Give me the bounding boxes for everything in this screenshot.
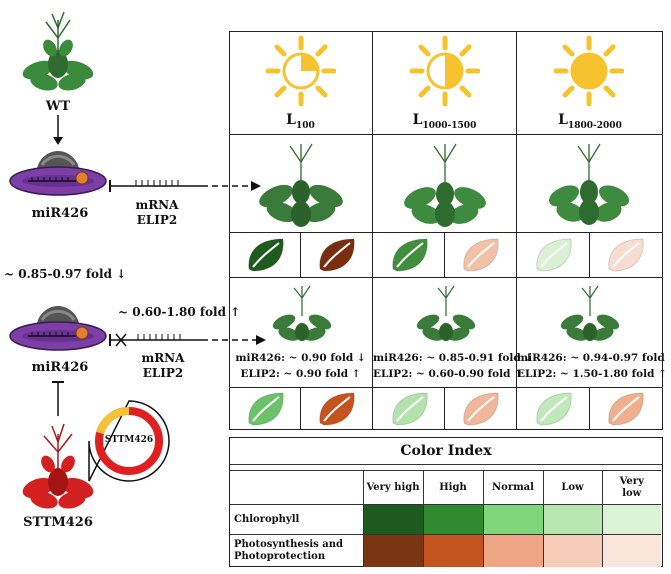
mrna-top-line2: ELIP2 <box>136 213 178 227</box>
light-label-1: L100 <box>286 112 315 131</box>
swatch-chl-0 <box>362 504 424 535</box>
sttm-label: STTM426 <box>23 515 93 530</box>
mir426-ufo-bottom-icon <box>9 306 107 351</box>
down-arrow-icon <box>53 115 63 145</box>
swatch-photo-1 <box>422 534 484 567</box>
measure-mir-3: miR426: ~ 0.94-0.97 fold ↓ <box>517 352 671 364</box>
swatch-chl-1 <box>422 504 484 535</box>
leaf-icon <box>392 392 428 426</box>
blocked-inhibition-arrow <box>109 333 266 347</box>
measure-elip-1: ELIP2: ~ 0.90 fold ↑ <box>240 368 361 380</box>
mrna-top-line1: mRNA <box>135 198 179 212</box>
color-index-panel: Color Index Very high High Normal Low Ve… <box>229 437 663 567</box>
wt-leaf-3 <box>458 235 504 279</box>
light-label-3: L1800-2000 <box>558 112 622 131</box>
color-index-title: Color Index <box>230 438 662 465</box>
sttm-leaf-1 <box>314 389 360 433</box>
main-grid-frame <box>229 31 663 430</box>
mir426-top-label: miR426 <box>31 206 89 221</box>
sttm-leaf-5 <box>603 389 649 433</box>
sttm-plant-l100-icon <box>272 285 332 341</box>
leaf-divider-1 <box>300 232 301 277</box>
leaf-icon <box>536 392 572 426</box>
light-label-2: L1000-1500 <box>412 112 477 131</box>
col-normal: Normal <box>482 470 544 505</box>
inhibition-arrow-top <box>109 180 261 192</box>
leaf-icon <box>319 238 355 272</box>
col-very-high: Very high <box>362 470 424 505</box>
leaf-divider-3 <box>589 232 590 277</box>
sttm-leaf-3 <box>458 389 504 433</box>
sun-full-icon <box>554 36 624 106</box>
wt-leaf-2 <box>387 235 433 279</box>
sttm-callout-icon <box>88 400 170 482</box>
wt-leaf-1 <box>314 235 360 279</box>
col-high: High <box>422 470 484 505</box>
col-low: Low <box>542 470 603 505</box>
swatch-photo-0 <box>362 534 424 567</box>
sttm-circle-label: STTM426 <box>104 435 154 445</box>
leaf-divider-4 <box>300 387 301 430</box>
measure-elip-3: ELIP2: ~ 1.50-1.80 fold ↑ <box>517 368 667 380</box>
swatch-photo-4 <box>601 534 661 567</box>
leaf-divider-5 <box>444 387 445 430</box>
sttm-leaf-4 <box>531 389 577 433</box>
grid-hline-3 <box>229 277 663 278</box>
leaf-icon <box>248 392 284 426</box>
leaf-icon <box>463 392 499 426</box>
grid-hline-2 <box>229 232 663 233</box>
mrna-bottom-line1: mRNA <box>141 351 185 365</box>
col-very-low: Very low <box>601 470 661 505</box>
swatch-chl-4 <box>601 504 661 535</box>
leaf-divider-6 <box>589 387 590 430</box>
leaf-icon <box>608 238 644 272</box>
swatch-photo-2 <box>482 534 544 567</box>
wt-plant-icon <box>22 11 94 91</box>
fold-mrna-text: ~ 0.60-1.80 fold ↑ <box>118 305 241 319</box>
wt-leaf-0 <box>243 235 289 279</box>
wt-plant-l100-icon <box>259 143 343 227</box>
sttm-plant-l1000-icon <box>416 285 476 341</box>
wt-label: WT <box>45 99 71 114</box>
measure-mir-1: miR426: ~ 0.90 fold ↓ <box>235 352 366 364</box>
mir426-bottom-label: miR426 <box>31 360 89 375</box>
leaf-icon <box>463 238 499 272</box>
fold-mir-text: ~ 0.85-0.97 fold ↓ <box>4 267 127 281</box>
grid-hline-1 <box>229 134 663 135</box>
row-photo-label: Photosynthesis and Photoprotection <box>230 534 364 567</box>
grid-divider-1 <box>372 31 373 430</box>
measure-elip-2: ELIP2: ~ 0.60-0.90 fold ↑ <box>373 368 523 380</box>
corner-cell <box>230 470 364 505</box>
color-index-table: Very high High Normal Low Very low Chlor… <box>230 470 661 567</box>
sttm-leaf-0 <box>243 389 289 433</box>
sun-quarter-icon <box>266 36 336 106</box>
measure-mir-2: miR426: ~ 0.85-0.91 fold ↓ <box>373 352 534 364</box>
swatch-chl-3 <box>542 504 603 535</box>
leaf-icon <box>608 392 644 426</box>
wt-leaf-5 <box>603 235 649 279</box>
sttm-plant-l1800-icon <box>560 285 620 341</box>
leaf-icon <box>248 238 284 272</box>
swatch-chl-2 <box>482 504 544 535</box>
row-chlorophyll-label: Chlorophyll <box>230 504 364 535</box>
wt-leaf-4 <box>531 235 577 279</box>
sttm-leaf-2 <box>387 389 433 433</box>
sttm-inhibition-arrow <box>52 381 64 416</box>
swatch-photo-3 <box>542 534 603 567</box>
wt-plant-l1800-icon <box>549 143 629 225</box>
leaf-icon <box>319 392 355 426</box>
wt-plant-l1000-icon <box>404 143 486 227</box>
grid-hline-4 <box>229 387 663 388</box>
leaf-icon <box>536 238 572 272</box>
sttm-plant-icon <box>22 423 94 509</box>
leaf-icon <box>392 238 428 272</box>
mrna-bottom-line2: ELIP2 <box>142 366 184 380</box>
mir426-ufo-icon <box>9 151 107 196</box>
grid-divider-2 <box>516 31 517 430</box>
leaf-divider-2 <box>444 232 445 277</box>
sun-half-icon <box>410 36 480 106</box>
